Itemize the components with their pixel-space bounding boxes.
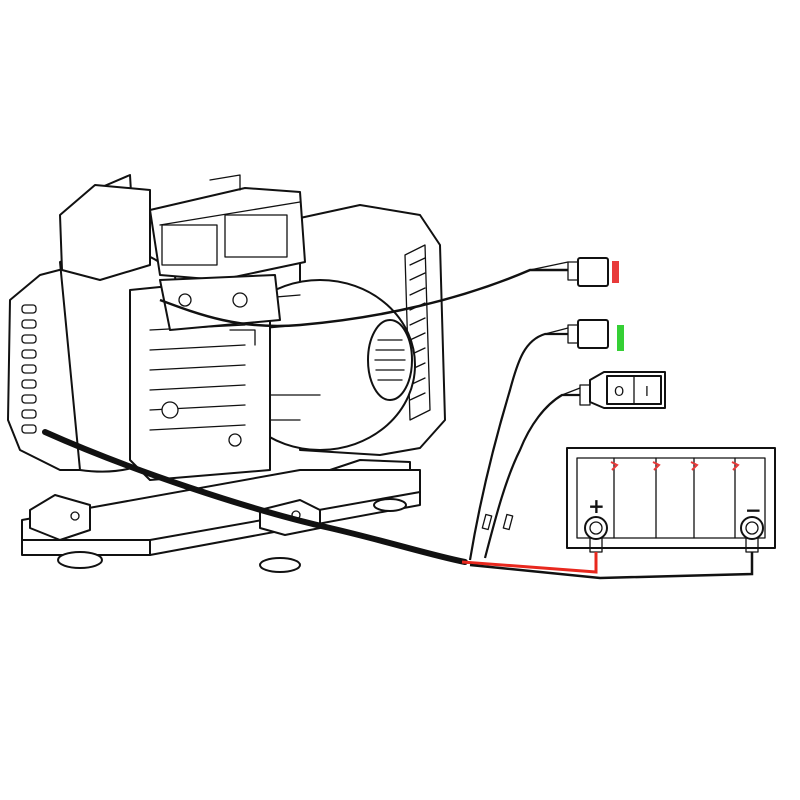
battery-icon: + − [566,447,776,553]
carburetor-assembly [159,274,281,346]
switch-off-label: O [614,385,624,400]
middle-connector [567,319,624,351]
generator-base-plate [21,459,421,573]
battery-negative-label: − [745,498,762,522]
middle-connector-wire [468,332,568,561]
negative-wire [469,552,754,580]
wiring [42,261,754,580]
battery-negative-terminal [740,516,764,553]
positive-wire [461,552,598,574]
top-connector-wire [159,268,568,328]
switch-wire [483,393,580,559]
switch-on-label: I [645,385,649,400]
wire-splice [502,513,514,531]
generator-icon [7,174,446,573]
wire-splice [481,513,493,531]
main-harness-wire [42,429,468,565]
top-connector [567,257,619,287]
alternator-grille [374,339,406,381]
front-vent-slots [21,304,37,434]
middle-connector-indicator [617,325,624,351]
battery-positive-terminal [584,516,608,553]
battery-positive-label: + [588,494,605,518]
connector-icon [567,257,624,351]
top-connector-indicator [612,261,619,283]
battery-cell-marks [610,461,740,471]
rocker-switch-icon: O I [579,371,666,409]
battery-cell-dividers [613,457,736,539]
fuel-tank [59,174,306,281]
